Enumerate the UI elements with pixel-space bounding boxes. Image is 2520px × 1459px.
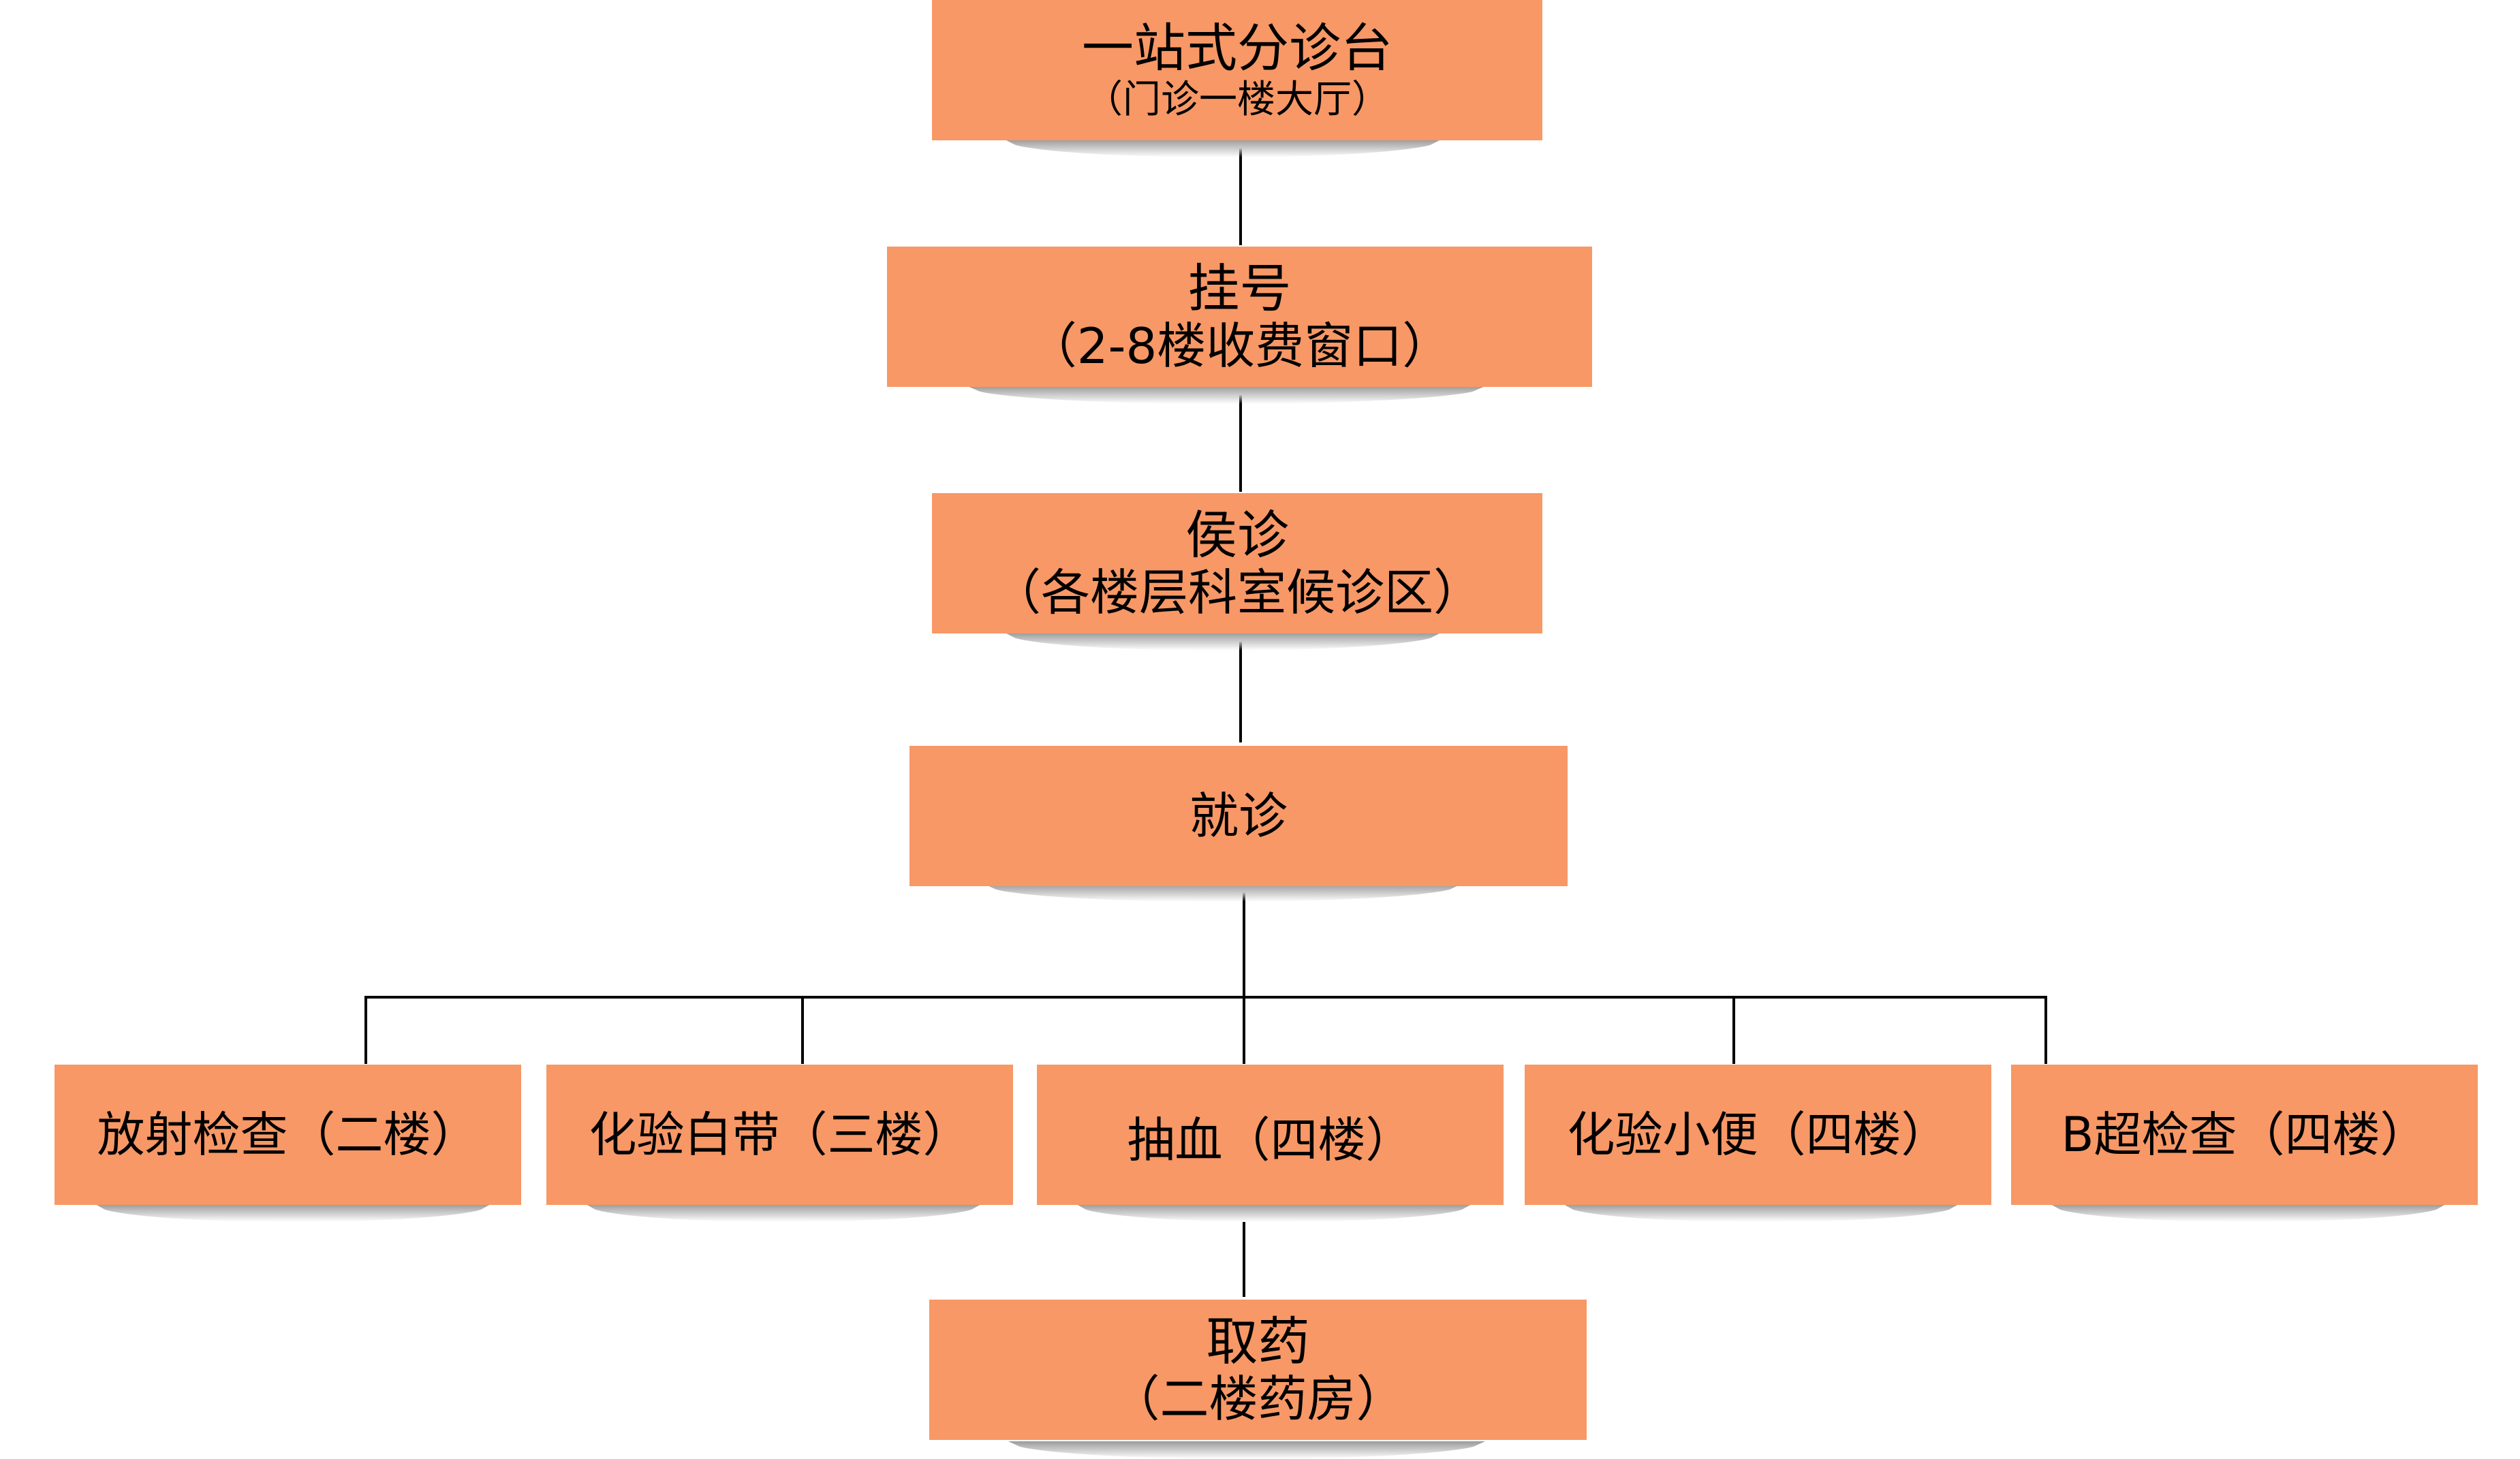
connector-consult-branch	[1243, 884, 1245, 999]
shadow-pharmacy	[1008, 1441, 1485, 1459]
node-exam-1-title: 放射检查（二楼）	[97, 1106, 479, 1163]
connector-exam-pharmacy	[1243, 1222, 1245, 1297]
node-waiting-subtitle: （各楼层科室候诊区）	[991, 564, 1482, 622]
connector-branch-exam-4	[1732, 996, 1735, 1064]
shadow-exam-4	[1564, 1204, 1959, 1222]
node-consult-title: 就诊	[1189, 787, 1288, 845]
connector-branch-exam-3	[1243, 996, 1245, 1064]
node-exam-3-title: 抽血（四楼）	[1127, 1112, 1414, 1168]
node-exam-2: 化验白带（三楼）	[546, 1065, 1013, 1205]
node-pharmacy-subtitle: （二楼药房）	[1110, 1370, 1405, 1428]
shadow-register	[967, 386, 1485, 404]
node-register: 挂号 （2-8楼收费窗口）	[887, 247, 1592, 387]
shadow-waiting	[1005, 633, 1441, 650]
node-exam-5-title: B超检查（四楼）	[2061, 1106, 2428, 1163]
node-exam-1: 放射检查（二楼）	[55, 1065, 521, 1205]
shadow-exam-2	[586, 1204, 981, 1222]
node-pharmacy-title: 取药	[1206, 1311, 1310, 1372]
connector-branch-bar	[364, 996, 2047, 999]
connector-register-waiting	[1239, 395, 1242, 492]
node-triage-subtitle: （门诊一楼大厅）	[1085, 77, 1390, 122]
node-waiting: 侯诊 （各楼层科室候诊区）	[932, 493, 1542, 633]
shadow-triage	[1005, 140, 1441, 157]
connector-branch-exam-2	[801, 996, 804, 1064]
connector-branch-exam-1	[364, 996, 367, 1064]
node-waiting-title: 侯诊	[1185, 504, 1289, 565]
connector-waiting-consult	[1239, 642, 1242, 742]
node-exam-4: 化验小便（四楼）	[1525, 1065, 1991, 1205]
node-triage: 一站式分诊台 （门诊一楼大厅）	[932, 0, 1542, 140]
node-register-title: 挂号	[1187, 257, 1292, 319]
shadow-exam-1	[95, 1204, 491, 1222]
node-register-subtitle: （2-8楼收费窗口）	[1027, 317, 1452, 375]
node-exam-5: B超检查（四楼）	[2011, 1065, 2478, 1205]
shadow-exam-3	[1076, 1204, 1472, 1222]
node-triage-title: 一站式分诊台	[1082, 18, 1393, 79]
connector-branch-exam-5	[2044, 996, 2047, 1064]
node-exam-2-title: 化验白带（三楼）	[589, 1106, 971, 1163]
node-consult: 就诊	[909, 746, 1568, 886]
connector-triage-register	[1239, 148, 1242, 245]
shadow-exam-5	[2051, 1204, 2446, 1222]
node-pharmacy: 取药 （二楼药房）	[929, 1300, 1587, 1440]
node-exam-3: 抽血（四楼）	[1037, 1065, 1504, 1205]
shadow-consult	[984, 884, 1461, 902]
node-exam-4-title: 化验小便（四楼）	[1567, 1106, 1949, 1163]
